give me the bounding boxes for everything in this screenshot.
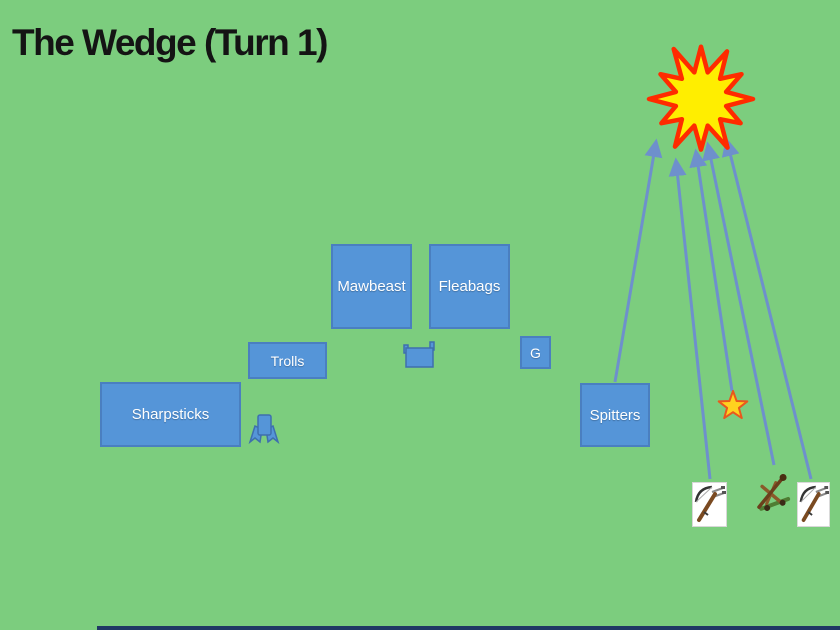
unit-box-fleabags: Fleabags (429, 244, 510, 329)
attack-arrow-star (689, 148, 734, 392)
attack-arrow-crossbow-left (668, 157, 712, 480)
catapult-icon (751, 471, 795, 513)
crossbow-icon-left (692, 482, 727, 527)
unit-label-sharpsticks: Sharpsticks (131, 406, 210, 423)
unit-label-trolls: Trolls (270, 352, 305, 369)
bottom-bar (97, 626, 840, 630)
attack-arrow-spitters (613, 138, 663, 383)
unit-label-mawbeast: Mawbeast (337, 278, 406, 295)
attack-arrow-catapult (702, 141, 776, 466)
unit-box-trolls: Trolls (248, 342, 327, 379)
explosion-icon (646, 44, 756, 152)
unit-label-g: G (530, 344, 541, 361)
crossbow-icon-right (797, 482, 830, 527)
unit-label-fleabags: Fleabags (438, 278, 501, 295)
unit-box-g: G (520, 336, 551, 369)
unit-box-spitters: Spitters (580, 383, 650, 447)
flag-icon (403, 341, 435, 368)
ribbon-icon (248, 414, 280, 445)
unit-label-spitters: Spitters (589, 406, 641, 424)
star-icon (717, 390, 749, 420)
unit-box-mawbeast: Mawbeast (331, 244, 412, 329)
attack-arrow-crossbow-right (721, 137, 813, 480)
slide-title: The Wedge (Turn 1) (12, 22, 328, 63)
unit-box-sharpsticks: Sharpsticks (100, 382, 241, 447)
